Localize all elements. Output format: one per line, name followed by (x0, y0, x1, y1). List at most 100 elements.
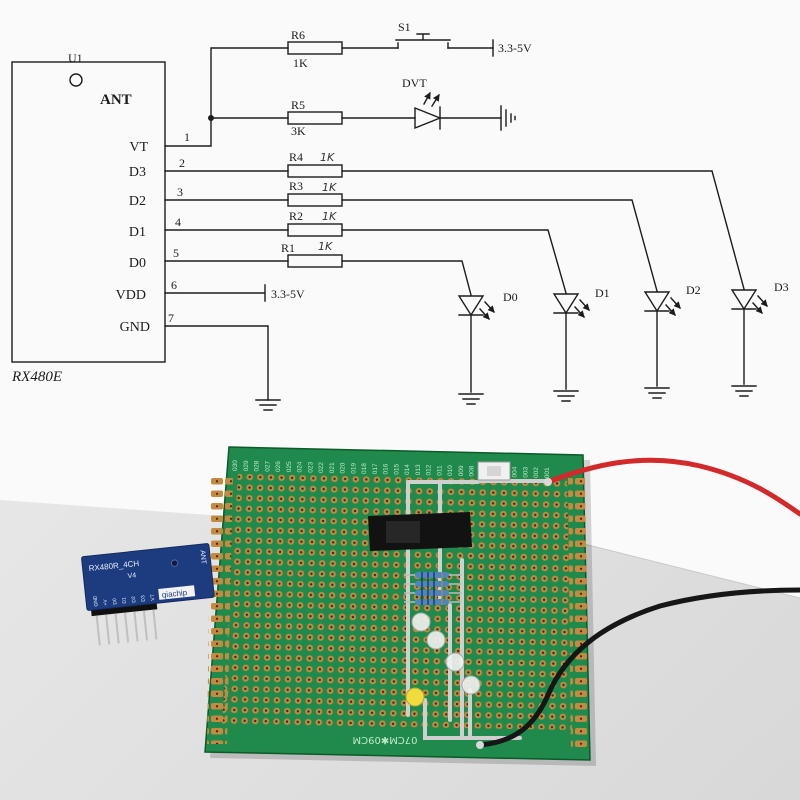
board-column-label: 012 (426, 464, 433, 475)
switch-s1-ref: S1 (398, 20, 411, 34)
ground-symbol (731, 385, 757, 397)
board-led-clear (445, 652, 465, 672)
resistor-r1-ref: R1 (281, 241, 295, 255)
resistor-r6-value: 1K (293, 56, 308, 70)
board-column-label: 011 (436, 465, 443, 476)
wire-vdd (164, 284, 266, 302)
board-column-label: 008 (469, 465, 476, 476)
wire-d3 (164, 170, 745, 290)
led-d2-light-arrow (670, 297, 681, 309)
board-column-label: 030 (232, 460, 239, 471)
module-pin-label: D1 (121, 597, 128, 604)
board-column-label: 016 (383, 463, 390, 474)
pin-number: 3 (177, 185, 183, 199)
led-dvt (414, 106, 442, 130)
resistor-r3-ref: R3 (289, 179, 303, 193)
led-d3-light-arrow (757, 295, 768, 307)
led-d0-bar (458, 314, 484, 393)
resistor-r5-value: 3K (291, 124, 306, 138)
module-crystal (170, 559, 179, 567)
board-led-yellow (405, 687, 425, 707)
chip-pin-label: D3 (129, 165, 146, 180)
board-column-label: 003 (522, 467, 529, 478)
resistor-r4-value: 1K (320, 151, 335, 164)
module-pin-label: D0 (112, 598, 119, 605)
board-resistor (415, 572, 449, 578)
board-led-clear (461, 675, 481, 695)
module-pin-label: GND (93, 595, 100, 607)
junction-dot (208, 115, 214, 121)
perfboard-left-pads (207, 472, 233, 744)
module-pin-label: +V (102, 598, 109, 606)
led-d1-light-arrow (574, 306, 585, 318)
led-d1-light-arrow (579, 299, 590, 311)
chip-body-u1 (11, 61, 166, 363)
chip-pin-label: GND (120, 320, 150, 335)
board-led-clear (426, 630, 446, 650)
board-column-label: 013 (415, 464, 422, 475)
module-pin-header (90, 602, 158, 617)
chip-antenna-marker (69, 73, 83, 87)
chip-part-number: RX480E (11, 369, 62, 385)
black-wire (477, 587, 800, 748)
led-d3-bar (731, 308, 757, 385)
led-d3 (730, 289, 758, 311)
led-d0 (457, 295, 485, 317)
board-column-label: 009 (458, 465, 465, 476)
paper-sheet (0, 0, 800, 598)
board-column-label: 001 (544, 467, 551, 478)
module-pin-label: D2 (131, 596, 138, 603)
circuit-schematic: U1 ANT RX480E VT D3 D2 D1 D0 VDD GND 1 2… (11, 20, 789, 411)
board-resistor (415, 599, 449, 605)
led-d2 (643, 291, 671, 313)
red-wire (545, 457, 800, 517)
resistor-r4-ref: R4 (289, 150, 303, 164)
board-led-clear (411, 612, 431, 632)
led-d0-light-arrow (484, 301, 495, 313)
red-wire-solder-joint (544, 478, 552, 486)
board-column-label: 023 (307, 462, 314, 473)
wire-d2 (164, 199, 658, 292)
led-d2-ref: D2 (686, 283, 701, 297)
module-pin-label: VT (150, 594, 157, 601)
pin-number: 4 (175, 215, 181, 229)
chip-pin-label: D2 (129, 194, 146, 209)
board-column-label: 026 (275, 461, 282, 472)
board-column-label: 025 (286, 461, 293, 472)
perfboard-hole-grid (222, 474, 572, 730)
board-column-label: 021 (329, 462, 336, 473)
ground-symbol (500, 105, 516, 131)
board-resistor (415, 581, 449, 587)
board-column-label: 018 (361, 463, 368, 474)
board-column-label: 020 (340, 462, 347, 473)
led-d1-bar (553, 312, 579, 390)
chip-pin-label: VDD (116, 288, 146, 303)
board-column-label: 027 (264, 461, 271, 472)
ground-symbol (553, 390, 579, 402)
resistor-r2 (287, 223, 343, 237)
resistor-r2-value: 1K (322, 210, 337, 223)
led-d0-ref: D0 (503, 290, 518, 304)
resistor-r4 (287, 164, 343, 178)
chip-antenna-label: ANT (100, 92, 132, 108)
led-d0-light-arrow (479, 308, 490, 320)
resistor-r5-ref: R5 (291, 98, 305, 112)
chip-pin-label: D1 (129, 225, 146, 240)
pin-number: 5 (173, 246, 179, 260)
board-resistors (404, 572, 462, 605)
chip-pin-label: VT (129, 140, 148, 155)
pin-number: 7 (168, 311, 174, 325)
wire-d1 (164, 229, 567, 294)
rf-receiver-module: RX480R_4CH V4 ANT qiachip GND +V D0 D1 D… (81, 543, 215, 646)
vdd-rail-label: 3.3-5V (271, 287, 305, 301)
black-wire-solder-joint (476, 741, 484, 749)
board-column-label: 004 (512, 466, 519, 477)
led-d3-ref: D3 (774, 280, 789, 294)
tactile-button-cap (487, 466, 501, 476)
chip-pin-label: D0 (129, 256, 146, 271)
chip-ref: U1 (68, 51, 83, 65)
led-d3-light-arrow (752, 302, 763, 314)
module-pins (95, 609, 158, 646)
pin-number: 6 (171, 278, 177, 292)
